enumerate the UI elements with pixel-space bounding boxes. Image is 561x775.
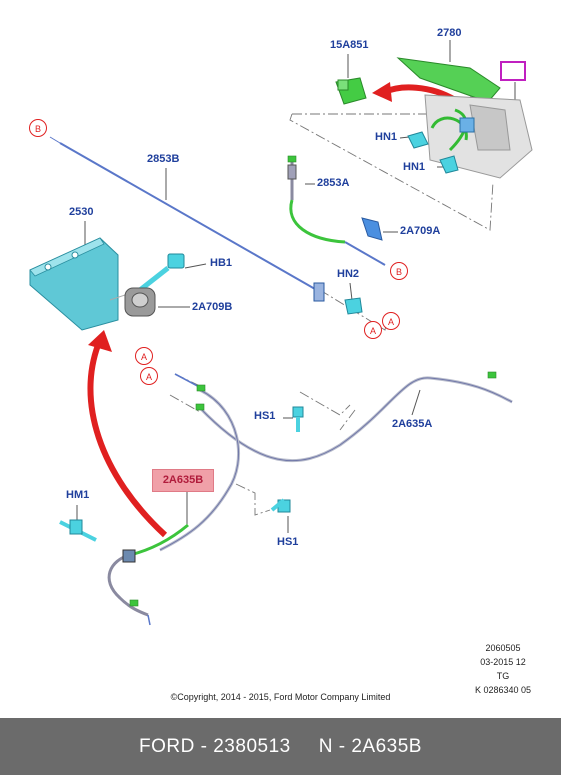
footer-part-name: N - 2A635B: [318, 736, 422, 757]
label-15A851: 15A851: [330, 39, 369, 51]
footer-part-number: FORD - 2380513: [139, 736, 291, 757]
label-HN1-upper: HN1: [375, 131, 398, 143]
cable-2A635A: [174, 373, 513, 463]
clip-2A709B: [124, 287, 156, 317]
label-HN2: HN2: [337, 268, 360, 280]
pin-HM1: [59, 519, 97, 542]
label-HS1-upper: HS1: [254, 410, 276, 422]
bolt-HS1-lower: [270, 498, 291, 513]
ref-callout-b-right: B: [390, 262, 408, 280]
red-arrow-down: [87, 338, 168, 538]
nut-HN2: [313, 282, 363, 315]
label-2A635A: 2A635A: [392, 418, 433, 430]
label-HM1: HM1: [66, 489, 90, 501]
ref-callout-b-left: B: [29, 119, 47, 137]
footer-bar: FORD - 2380513 N - 2A635B: [0, 718, 561, 775]
label-2853A: 2853A: [317, 177, 350, 189]
bracket-2A709A: [361, 217, 383, 241]
copyright-text: ©Copyright, 2014 - 2015, Ford Motor Comp…: [170, 692, 391, 702]
switch-15A851: [335, 77, 367, 105]
stamp-line-2: 03-2015 12: [480, 657, 526, 667]
cable-2A635B: [107, 388, 241, 626]
label-HN1-lower: HN1: [403, 161, 426, 173]
nut-HN1-upper: [407, 131, 429, 149]
ref-callout-a-3: A: [135, 347, 153, 365]
ref-callout-a-4: A: [140, 367, 158, 385]
label-HS1-lower: HS1: [277, 536, 299, 548]
label-2780: 2780: [437, 27, 462, 39]
bolt-HB1: [109, 253, 185, 301]
stamp-line-1: 2060505: [485, 643, 521, 653]
drawing-stamp: 2060505 03-2015 12 TG K 0286340 05: [475, 641, 531, 697]
cable-2853A: [287, 160, 386, 266]
stamp-line-3: TG: [496, 671, 510, 681]
bolt-HS1-upper: [292, 406, 304, 432]
parts-diagram: [29, 40, 533, 626]
label-2853B: 2853B: [147, 153, 180, 165]
stamp-line-4: K 0286340 05: [474, 685, 531, 695]
ref-callout-a-1: A: [382, 312, 400, 330]
cable-2853B: [59, 142, 323, 294]
detail-view-icon: [500, 61, 526, 81]
nut-HN1-lower: [439, 155, 459, 174]
ref-callout-a-2: A: [364, 321, 382, 339]
label-2A635B-highlight: 2A635B: [152, 469, 214, 492]
label-2A709B: 2A709B: [192, 301, 233, 313]
label-2530: 2530: [69, 206, 94, 218]
bracket-2530: [29, 237, 119, 331]
label-2A709A: 2A709A: [400, 225, 441, 237]
label-HB1: HB1: [210, 257, 233, 269]
